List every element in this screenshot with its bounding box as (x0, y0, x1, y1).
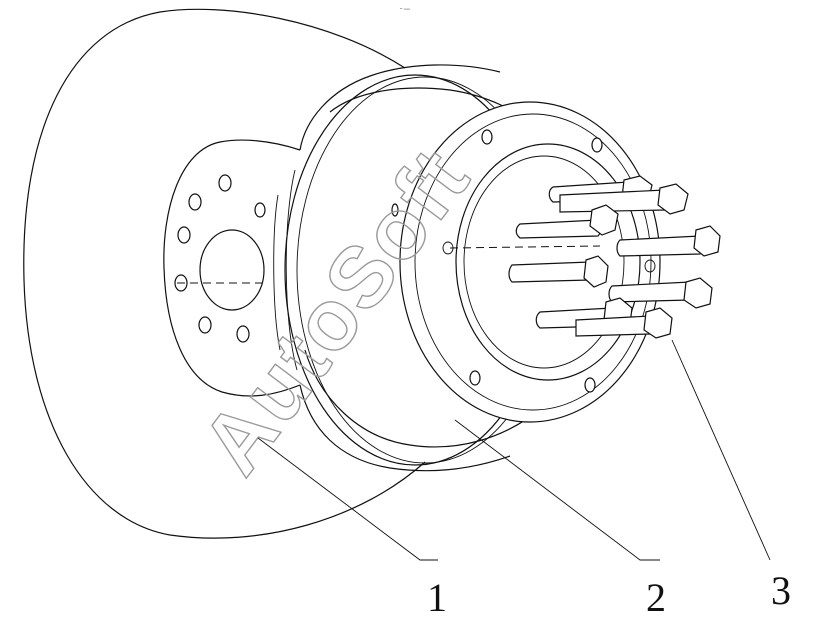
disc-outline (23, 8, 426, 539)
bolt-set (508, 175, 721, 339)
leader-line-1 (257, 437, 438, 561)
leader-lines (257, 339, 771, 561)
leader-line-2 (454, 419, 660, 561)
bolt (608, 277, 713, 309)
brake-disc (23, 8, 426, 539)
leader-line-3 (671, 339, 771, 561)
inner-bore (455, 143, 641, 381)
hub-flange (163, 139, 301, 397)
hub-bore (199, 229, 265, 311)
bolt (559, 183, 689, 215)
callout-label-3: 3 (771, 568, 791, 613)
flange-bolt-holes (391, 129, 603, 393)
bolt (515, 204, 619, 239)
disc-bolt-holes (174, 174, 266, 343)
inner-bore-step (463, 155, 625, 369)
bolt (508, 255, 609, 288)
bolt (616, 225, 721, 257)
callout-label-2: 2 (646, 575, 666, 620)
corner-mark: ᠆ ₘₘ (400, 6, 410, 12)
end-flange-lip (414, 113, 652, 411)
drum-top-edge (299, 64, 501, 151)
callout-label-1: 1 (427, 575, 447, 620)
bolt (575, 307, 673, 339)
drum-bottom-edge (299, 384, 511, 472)
